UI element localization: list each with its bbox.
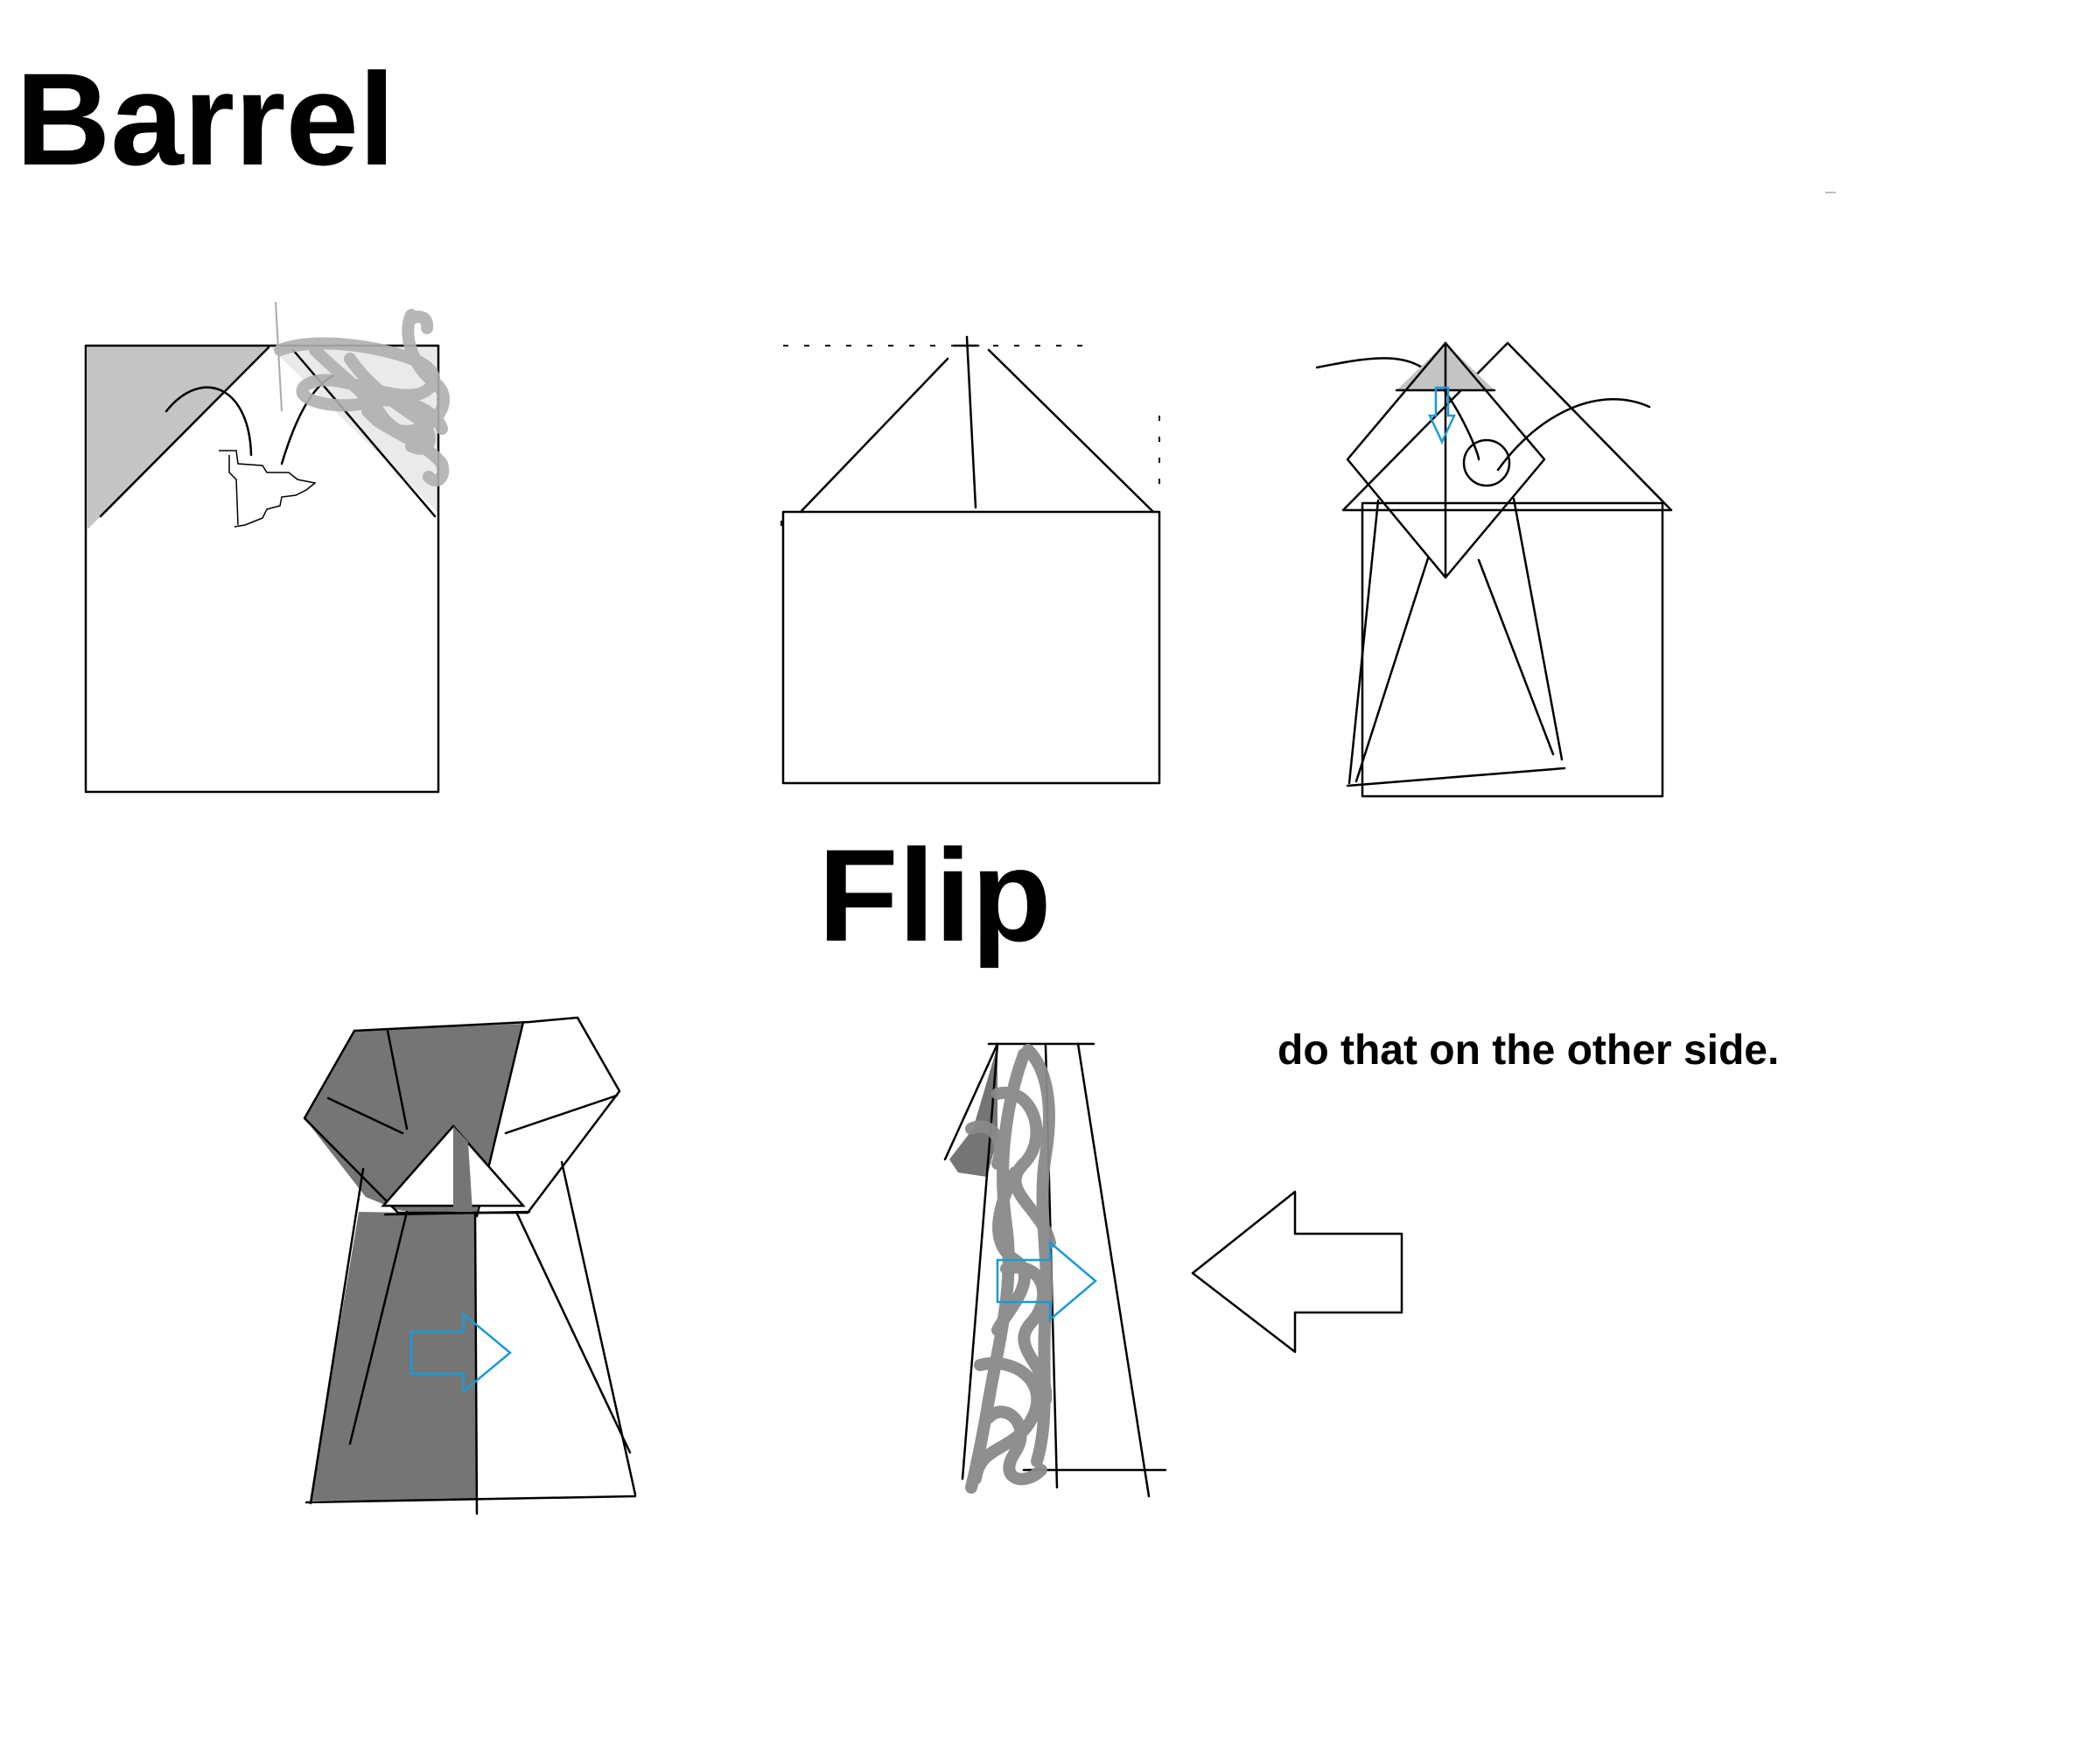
center-crease [473, 1211, 479, 1516]
dark-flap [949, 1046, 998, 1177]
torn-edge-mark [219, 450, 317, 528]
center-crease [965, 335, 977, 509]
flip-label: Flip [818, 822, 1052, 969]
page-title: Barrel [16, 46, 396, 192]
step-1-fold-corners [84, 301, 451, 794]
left-inner-line [348, 1210, 409, 1446]
scribble-overlay [274, 309, 451, 486]
fold-line-right [987, 348, 1155, 514]
right-side-line [1076, 1042, 1151, 1498]
left-side-line [961, 1042, 999, 1480]
crease-left-mid [326, 1096, 404, 1135]
triangle-flap [1341, 341, 1673, 512]
instruction-text: do that on the other side. [1278, 1027, 1779, 1074]
torn-edge-mark-inner [228, 455, 239, 526]
arrow-down-icon [1428, 386, 1456, 444]
arrow-right-icon [410, 1312, 512, 1394]
dashed-top-edge [780, 345, 1160, 538]
left-side-line [309, 1167, 365, 1505]
upper-outline [303, 1016, 621, 1214]
right-inner-line [1477, 558, 1555, 756]
right-inner-line [514, 1210, 632, 1454]
step-4-kite-shape [1346, 341, 1566, 788]
fold-arc-left-icon [164, 386, 253, 457]
left-outer-line [1348, 499, 1380, 785]
paper-rectangle [84, 344, 440, 794]
step-6-narrow-fold [943, 1042, 1167, 1498]
fold-line-left [799, 357, 949, 514]
step-2-house-fold [780, 335, 1161, 785]
arrow-right-icon [996, 1240, 1097, 1322]
left-inner-line [1354, 556, 1430, 783]
bottom-line [1346, 766, 1566, 788]
dark-shade-body [311, 1212, 477, 1501]
fold-arc-right-icon [1496, 398, 1651, 472]
right-side-line [560, 1160, 637, 1496]
flap-edge [943, 1042, 999, 1161]
crease-left-top [386, 1029, 409, 1130]
pivot-circle-icon [1462, 438, 1511, 487]
fold-line-left [99, 346, 270, 518]
arrow-left-icon [1191, 1190, 1404, 1354]
triangle-shade [453, 1126, 472, 1212]
step-5-folded-shirt [303, 1016, 637, 1516]
right-outer-line [1512, 497, 1564, 761]
bottom-line [304, 1494, 637, 1504]
crease-right-mid [504, 1094, 619, 1135]
guide-line [275, 301, 283, 412]
paper-base [781, 510, 1161, 785]
waist-line [383, 1210, 531, 1216]
